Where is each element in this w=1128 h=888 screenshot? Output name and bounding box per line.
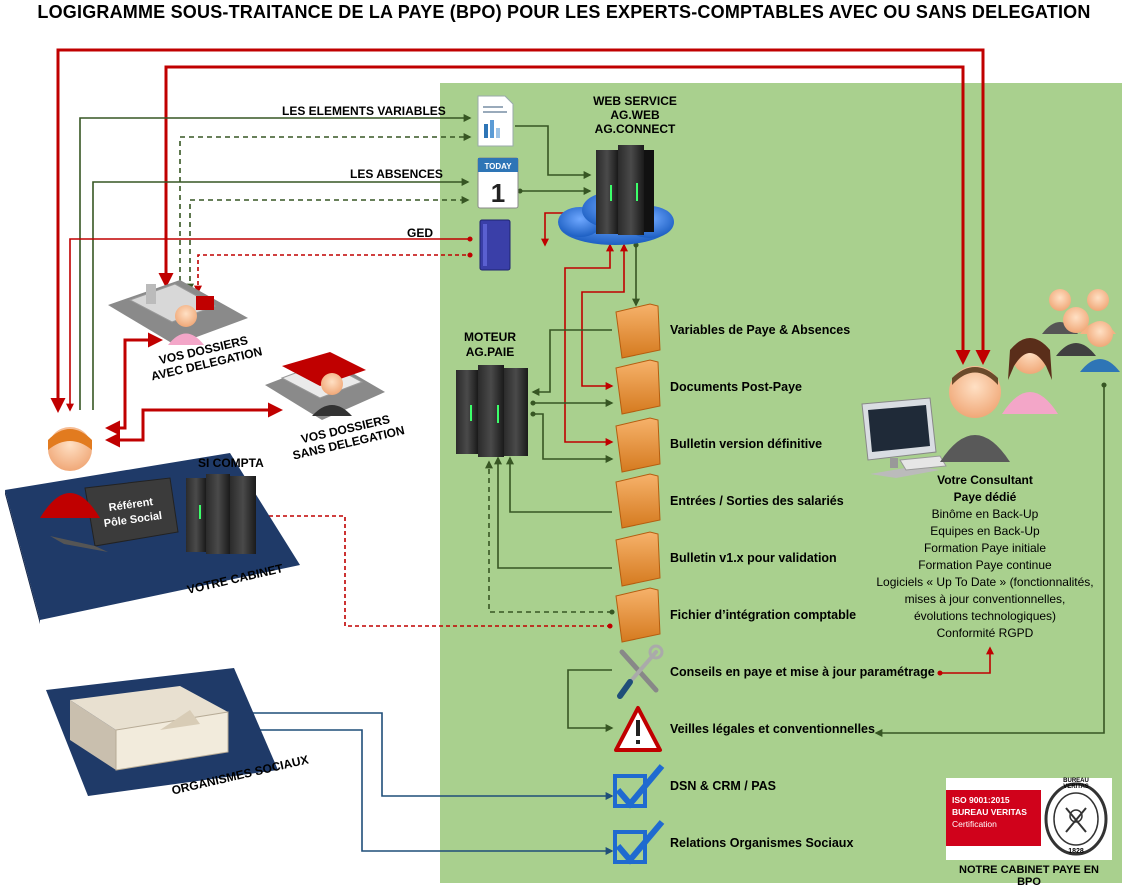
server-icon [596,145,654,235]
seal-top-text: BUREAU VERITAS [1063,778,1089,790]
red-loop-inner [158,65,971,365]
seal-year: 1828 [1068,848,1084,855]
label-moteur: MOTEUR AG.PAIE [455,330,525,360]
output-documents: Documents Post-Paye [670,380,802,394]
consultant-item: Formation Paye continue [918,558,1052,572]
person-icon [168,305,204,345]
svg-text:1: 1 [491,178,505,208]
moteur-line1: MOTEUR [464,330,516,344]
cert-label: Certification [952,819,997,829]
label-elements-variables: LES ELEMENTS VARIABLES [282,104,446,118]
flow-ged [66,236,473,412]
person-icon [940,289,1120,462]
warning-icon [614,706,662,752]
flow-ged-dashed [194,252,473,294]
consultant-item: Binôme en Back-Up [931,507,1039,521]
consultant-head2: Paye dédié [953,490,1017,504]
checkbox-icon [613,764,665,865]
tools-icon [617,644,664,699]
monitor-icon [861,397,947,478]
certification-seal-icon [1044,782,1108,856]
output-bulletin-definitif: Bulletin version définitive [670,437,823,451]
red-loop-outer [50,48,991,413]
label-absences: LES ABSENCES [350,167,443,181]
label-ged: GED [407,226,434,240]
consultant-item: Equipes en Back-Up [930,524,1040,538]
flow-elements-dashed [176,133,472,292]
consultant-item: Conformité RGPD [936,626,1034,640]
flow-absences-dashed [186,196,470,292]
person-icon [40,427,100,518]
moteur-line2: AG.PAIE [465,345,515,359]
output-bulletin-validation: Bulletin v1.x pour validation [670,551,837,565]
certification-caption: NOTRE CABINET PAYE EN BPO [959,864,1099,888]
consultant-item: évolutions technologiques) [913,609,1057,623]
laptop-icon [50,477,179,552]
folder-icon [615,303,661,643]
page-title: LOGIGRAMME SOUS-TRAITANCE DE LA PAYE (BP… [37,2,1091,22]
output-entrees-sorties: Entrées / Sorties des salariés [670,494,844,508]
web-service-line1: WEB SERVICE [593,94,677,108]
calendar-today-icon: TODAY 1 [477,157,519,209]
person-icon [312,373,352,416]
output-relations: Relations Organismes Sociaux [670,836,854,850]
output-dsn: DSN & CRM / PAS [670,779,777,793]
iso-label: ISO 9001:2015 [952,795,1010,805]
server-icon [186,474,256,554]
output-fichier-integration: Fichier d’intégration comptable [670,608,857,622]
document-chart-icon [477,95,514,147]
web-service-line3: AG.CONNECT [594,122,676,136]
server-icon [456,365,528,457]
web-service-line2: AG.WEB [610,108,660,122]
consultant-head1: Votre Consultant [937,473,1033,487]
consultant-item: Logiciels « Up To Date » (fonctionnalité… [876,575,1094,589]
output-conseils: Conseils en paye et mise à jour paramétr… [670,665,935,679]
svg-text:TODAY: TODAY [484,162,512,171]
certification-badge: ISO 9001:2015 BUREAU VERITAS Certificati… [946,778,1112,860]
building-icon [70,686,229,771]
label-web-service: WEB SERVICE AG.WEB AG.CONNECT [575,94,695,136]
bv-label: BUREAU VERITAS [952,807,1027,817]
label-si-compta: SI COMPTA [198,456,264,470]
consultant-item: Formation Paye initiale [923,541,1047,555]
output-variables: Variables de Paye & Absences [670,323,851,337]
iso-block: ISO 9001:2015 BUREAU VERITAS Certificati… [946,790,1041,846]
binder-icon [479,219,511,271]
output-veilles: Veilles légales et conventionnelles [670,722,875,736]
consultant-item: mises à jour conventionnelles, [904,592,1066,606]
consultant-block: Votre Consultant Paye dédié Binôme en Ba… [850,472,1120,642]
